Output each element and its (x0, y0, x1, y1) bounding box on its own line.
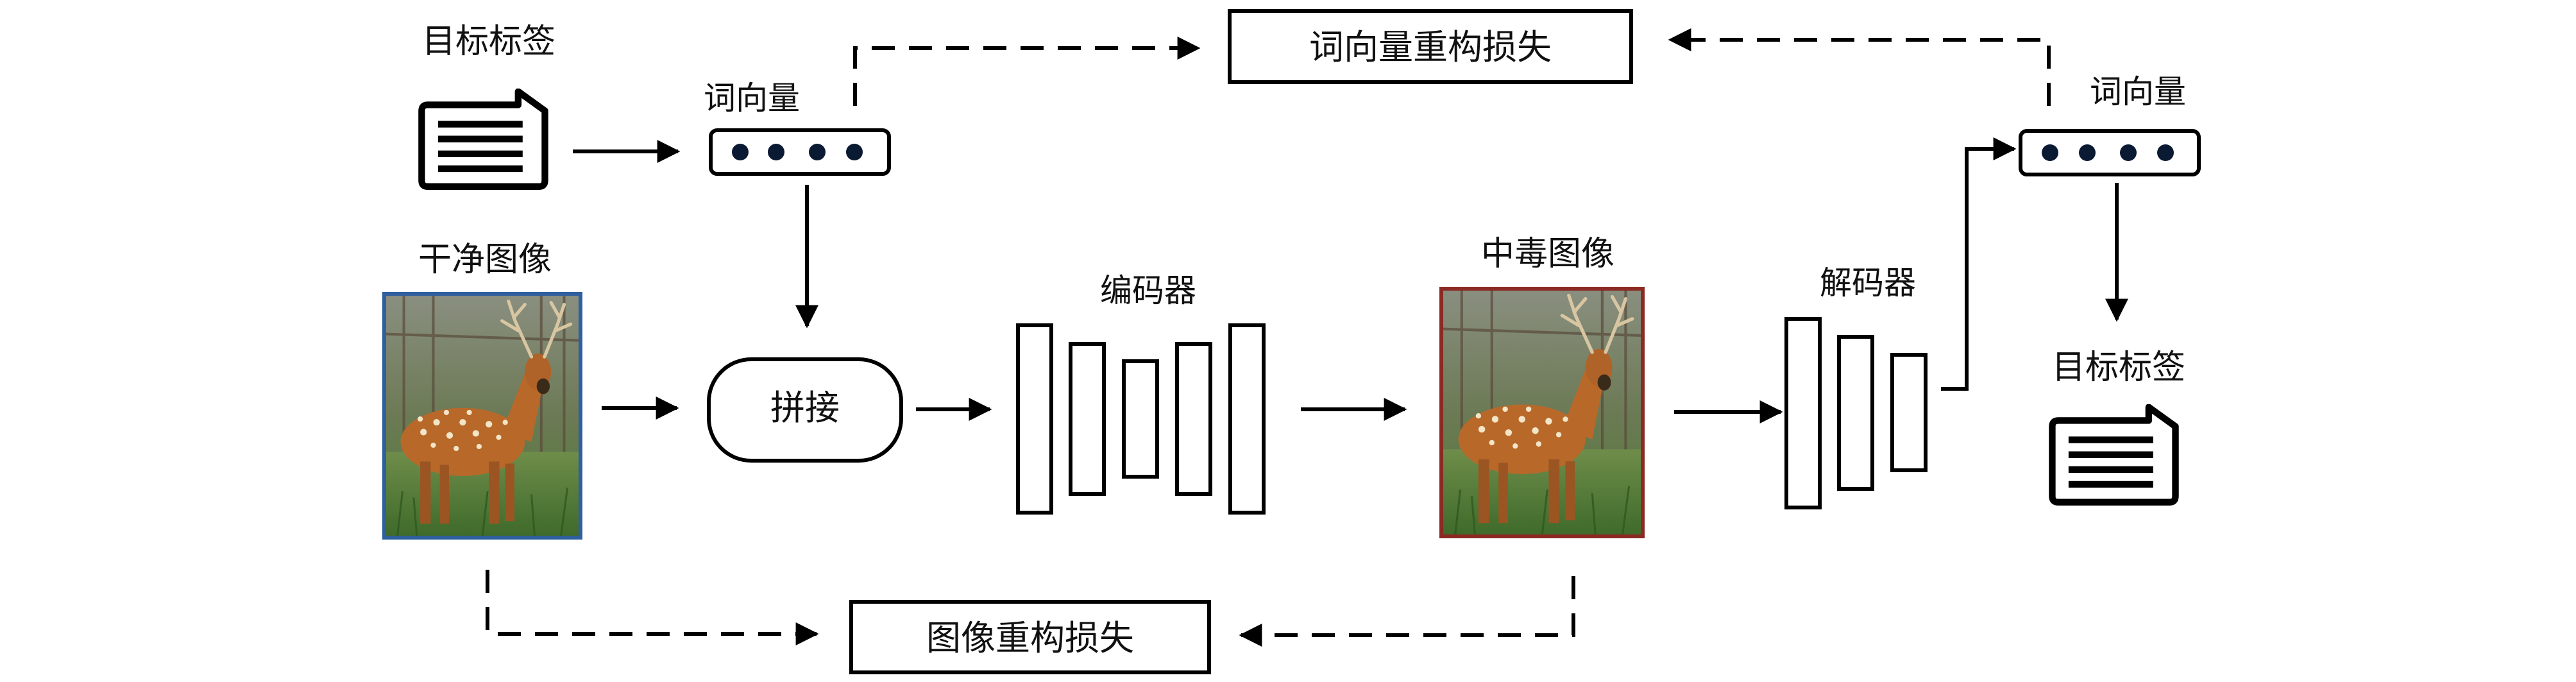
label-list-icon-bottom (2047, 407, 2178, 502)
arrow-decoder-to-vector (1941, 137, 2017, 391)
word-vector-left (709, 128, 891, 176)
concat-label: 拼接 (770, 388, 840, 428)
poisoned-image-title: 中毒图像 (1481, 235, 1614, 273)
encoder-block (1016, 323, 1266, 515)
word-vector-right-title: 词向量 (2090, 73, 2186, 110)
encoder-title: 编码器 (1100, 272, 1196, 309)
dashed-arrow-clean-to-image-loss (486, 570, 819, 645)
word-vector-left-title: 词向量 (704, 80, 800, 117)
clean-image (382, 292, 582, 540)
clean-deer-photo (384, 294, 580, 536)
decoder-block (1784, 317, 1928, 509)
image-loss-box: 图像重构损失 (849, 600, 1211, 674)
poisoned-deer-photo (1442, 289, 1643, 536)
dashed-arrow-to-word-loss (853, 37, 1201, 106)
target-label-top-title: 目标标签 (422, 22, 555, 61)
word-vector-right (2019, 129, 2201, 176)
decoder-title: 解码器 (1820, 264, 1916, 302)
word-vector-loss-label: 词向量重构损失 (1309, 27, 1552, 67)
target-label-bottom-title: 目标标签 (2052, 348, 2185, 387)
image-loss-label: 图像重构损失 (926, 618, 1134, 658)
dashed-arrow-right-to-word-loss (1668, 28, 2051, 106)
concat-box: 拼接 (707, 357, 903, 463)
poisoned-image (1439, 287, 1645, 538)
clean-image-title: 干净图像 (418, 241, 552, 279)
label-list-icon (417, 92, 548, 187)
word-vector-loss-box: 词向量重构损失 (1228, 9, 1633, 84)
dashed-arrow-poisoned-to-image-loss (1239, 576, 1575, 647)
